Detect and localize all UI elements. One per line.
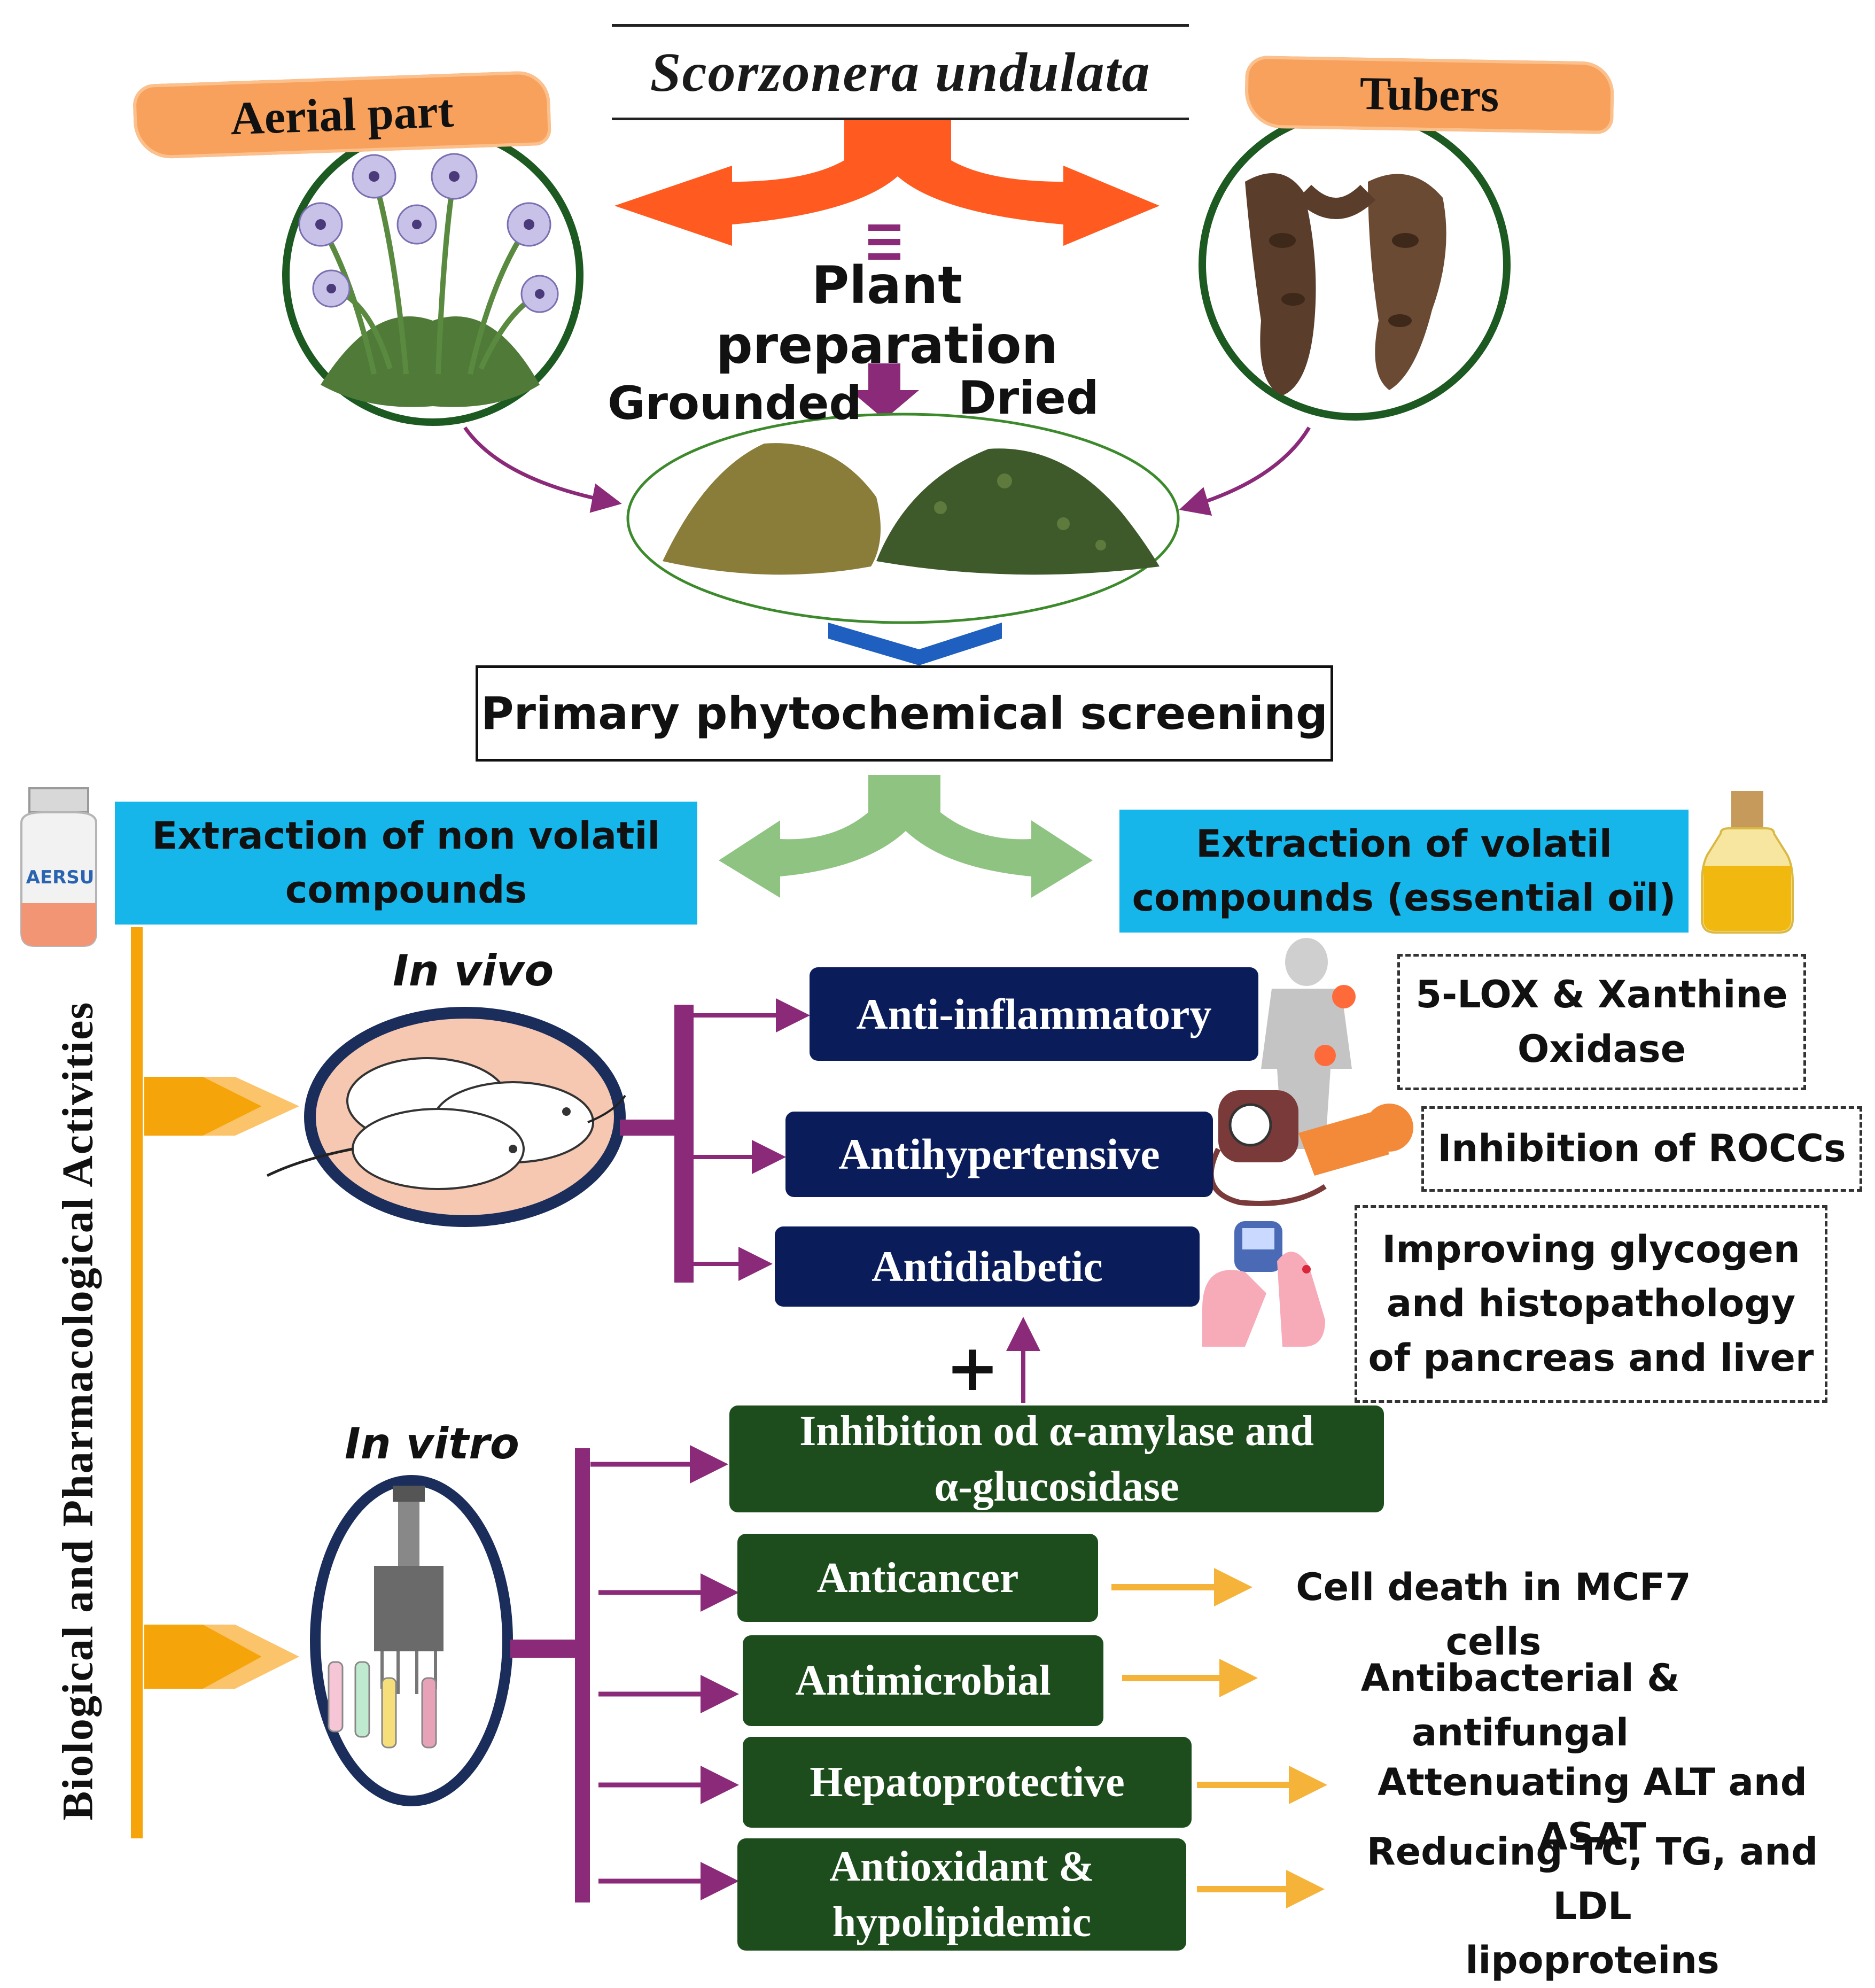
bottle-label: AERSU [26,867,95,888]
arrow-aerial-to-powder [463,426,622,513]
result-antioxidant-line1: Reducing TC, TG, and LDL [1366,1830,1818,1928]
result-antimicrobial: Antibacterial & antifungal [1360,1656,1680,1754]
aerial-part-text: Aerial part [229,85,455,145]
screening-box: Primary phytochemical screening [476,665,1333,762]
activity-anticancer: Anticancer [737,1534,1098,1622]
non-volatil-box: Extraction of non volatil compounds [115,802,697,925]
grounded-label: Grounded [608,377,862,430]
non-volatil-line2: compounds [285,868,527,912]
result-antioxidant-line2: lipoproteins [1465,1938,1720,1982]
result-arrows [1111,1568,1327,1908]
aerial-plant-image [282,125,583,426]
activity-amylase-line2: α-glucosidase [934,1463,1179,1510]
glucose-meter-icon [1202,1221,1325,1347]
mice-image [266,1007,626,1227]
activity-antioxidant-line2: hypolipidemic [832,1899,1092,1946]
bottle-left-image [20,787,97,947]
gold-arrow-vitro [144,1625,299,1689]
arrow-tubers-to-powder [1179,426,1311,516]
activity-amylase-inhibition: Inhibition od α-amylase and α-glucosidase [729,1405,1384,1512]
activity-anti-inflammatory-text: Anti-inflammatory [856,989,1212,1038]
species-title-text: Scorzonera undulata [650,41,1151,103]
activity-hepatoprotective-text: Hepatoprotective [810,1759,1125,1806]
equivalence-bars [868,224,900,260]
result-roccs-text: Inhibition of ROCCs [1437,1127,1846,1171]
tubers-image [1199,108,1511,421]
split-arrow-green [719,775,1093,898]
result-antioxidant: Reducing TC, TG, and LDL lipoproteins [1325,1825,1860,1982]
activity-antioxidant-text: Antioxidant & hypolipidemic [829,1839,1094,1950]
plant-preparation-label: Plant preparation [716,255,1058,375]
activity-antioxidant-line1: Antioxidant & [829,1843,1094,1890]
non-volatil-text: Extraction of non volatil compounds [152,809,660,918]
pipette-image [310,1475,513,1806]
powder-image [626,413,1180,624]
result-roccs-box: Inhibition of ROCCs [1421,1106,1862,1192]
result-glycogen-text: Improving glycogen and histopathology of p… [1368,1223,1814,1386]
activity-antidiabetic: Antidiabetic [775,1226,1200,1307]
volatil-line1: Extraction of volatil [1196,821,1612,866]
volatil-text: Extraction of volatil compounds (essentia… [1132,817,1676,926]
down-arrow-plant [850,363,919,420]
result-hepatoprotective: Attenuating ALT and ASAT [1378,1760,1807,1859]
result-5lox-line2: Oxidase [1517,1027,1686,1071]
result-glycogen-line2: and histopathology [1386,1282,1796,1326]
activity-amylase-line1: Inhibition od α-amylase and [799,1408,1314,1455]
tubers-text: Tubers [1359,67,1500,122]
tubers-label: Tubers [1244,55,1615,135]
volatil-line2: compounds (essential oïl) [1132,876,1676,920]
dried-label: Dried [958,371,1099,425]
result-glycogen-line3: of pancreas and liver [1368,1335,1814,1380]
gold-vertical-bar [131,927,143,1838]
activity-amylase-text: Inhibition od α-amylase and α-glucosidase [799,1403,1314,1515]
side-label: Biological and Pharmacological Activitie… [53,1001,102,1821]
split-arrow-top [614,115,1160,246]
species-title: Scorzonera undulata [612,24,1189,120]
in-vitro-label: In vitro [345,1419,519,1469]
result-glycogen-line1: Improving glycogen [1382,1227,1800,1271]
oil-bottle-image [1701,791,1794,934]
activity-anticancer-text: Anticancer [816,1554,1019,1602]
aerial-part-label: Aerial part [132,70,552,160]
activity-anti-inflammatory: Anti-inflammatory [810,967,1258,1061]
result-5lox-line1: 5-LOX & Xanthine [1415,973,1788,1016]
screening-text: Primary phytochemical screening [480,687,1328,740]
in-vivo-label: In vivo [393,946,554,996]
side-label-wrap: Biological and Pharmacological Activitie… [29,1001,126,1821]
gold-arrow-vivo [144,1077,299,1136]
volatil-box: Extraction of volatil compounds (essentia… [1119,810,1689,933]
plus-sign: + [945,1331,1000,1405]
activity-antidiabetic-text: Antidiabetic [872,1242,1103,1291]
result-anticancer: Cell death in MCF7 cells [1296,1565,1691,1664]
activity-antimicrobial-text: Antimicrobial [795,1657,1051,1704]
non-volatil-line1: Extraction of non volatil [152,813,660,858]
activity-antimicrobial: Antimicrobial [743,1635,1103,1726]
blue-chevron [828,623,1002,665]
activity-antihypertensive: Antihypertensive [785,1112,1213,1197]
activity-antioxidant: Antioxidant & hypolipidemic [737,1838,1186,1951]
activity-antihypertensive-text: Antihypertensive [838,1130,1160,1178]
vitro-connectors [510,1445,739,1902]
activity-hepatoprotective: Hepatoprotective [743,1737,1192,1828]
result-glycogen-box: Improving glycogen and histopathology of p… [1355,1205,1827,1403]
vivo-connectors [620,998,810,1283]
